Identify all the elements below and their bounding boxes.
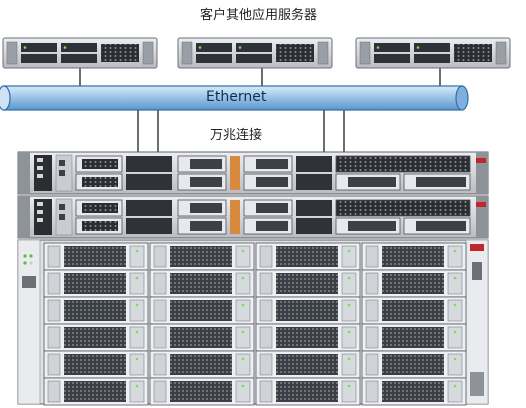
- ethernet-bus: [0, 85, 469, 111]
- compute-node-2: [17, 195, 489, 239]
- storage-drive: [361, 296, 467, 325]
- app-servers-title: 客户其他应用服务器: [200, 8, 318, 23]
- compute-node-1: [17, 151, 489, 195]
- storage-drive: [43, 350, 149, 379]
- app-server-3: [355, 37, 511, 69]
- storage-drive: [149, 377, 255, 406]
- storage-drive: [255, 377, 361, 406]
- storage-drive: [43, 269, 149, 298]
- storage-drive: [149, 323, 255, 352]
- server-uplink-cables: [79, 68, 441, 88]
- storage-enclosure: [17, 239, 489, 406]
- app-server-2: [177, 37, 333, 69]
- storage-drive: [43, 377, 149, 406]
- storage-drive: [149, 296, 255, 325]
- storage-drive: [255, 350, 361, 379]
- storage-drive: [43, 296, 149, 325]
- storage-drive: [43, 242, 149, 271]
- storage-drive: [361, 350, 467, 379]
- storage-drive: [149, 269, 255, 298]
- storage-drive: [255, 269, 361, 298]
- storage-drive: [361, 242, 467, 271]
- app-server-1: [2, 37, 158, 69]
- storage-drive: [149, 242, 255, 271]
- storage-drive: [255, 296, 361, 325]
- ten-gig-link-label: 万兆连接: [210, 128, 263, 143]
- storage-drive: [255, 323, 361, 352]
- storage-drive: [255, 242, 361, 271]
- storage-drive: [149, 350, 255, 379]
- storage-drive: [361, 323, 467, 352]
- storage-drive: [361, 269, 467, 298]
- ten-gig-cables: [137, 110, 345, 152]
- storage-drive: [43, 323, 149, 352]
- ethernet-label: Ethernet: [206, 89, 267, 105]
- storage-drive: [361, 377, 467, 406]
